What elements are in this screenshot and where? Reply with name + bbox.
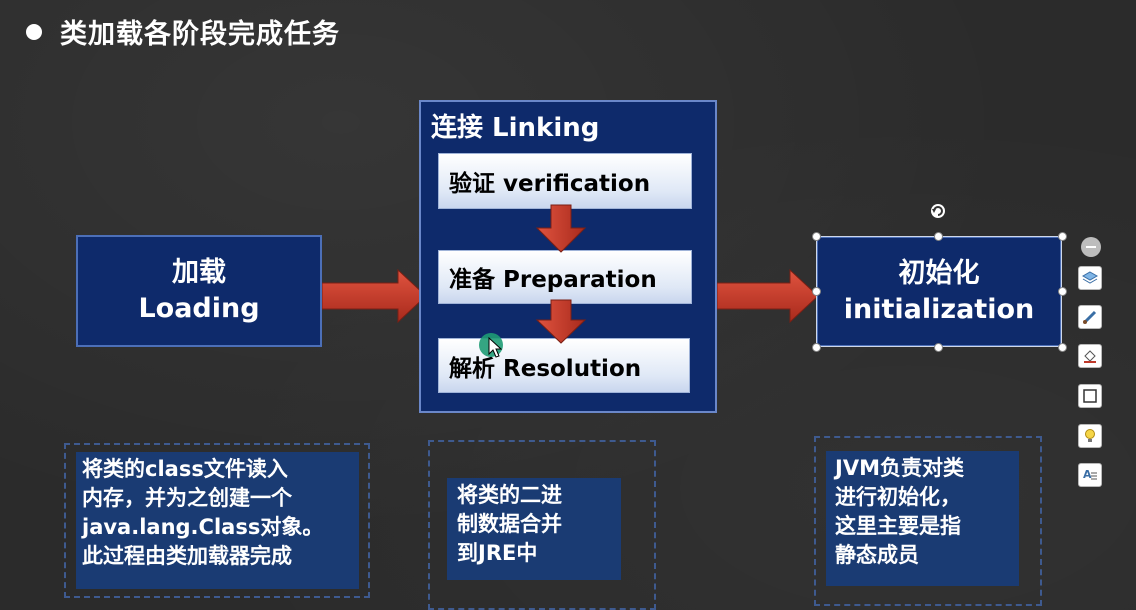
note-init-frame: [814, 436, 1042, 606]
outline-icon[interactable]: [1078, 384, 1102, 408]
note-loading-line: 内存，并为之创建一个: [82, 486, 292, 510]
linking-title: 连接 Linking: [431, 113, 600, 143]
note-loading-frame: [64, 443, 370, 598]
selection-frame: [816, 236, 1062, 347]
text-style-icon[interactable]: A: [1078, 463, 1102, 487]
arrow-prepare-to-resolve: [535, 299, 587, 344]
note-loading-line: java.lang.Class对象。: [82, 515, 324, 539]
arrow-loading-to-linking: [321, 268, 427, 324]
arrow-linking-to-init: [716, 268, 819, 324]
resize-handle-tl[interactable]: [812, 232, 821, 241]
init-title-en: initialization: [843, 293, 1035, 325]
step-verification[interactable]: 验证 verification: [438, 153, 692, 209]
init-title-cn: 初始化: [898, 257, 980, 289]
slide-title: 类加载各阶段完成任务: [60, 19, 340, 50]
resize-handle-br[interactable]: [1058, 343, 1067, 352]
svg-text:A: A: [1083, 468, 1092, 481]
note-linking-line: 制数据合并: [457, 512, 562, 536]
initialization-box[interactable]: 初始化 initialization: [816, 236, 1062, 347]
resize-handle-t[interactable]: [934, 232, 943, 241]
note-init-line: 进行初始化，: [835, 485, 961, 509]
note-loading-line: 将类的class文件读入: [82, 457, 288, 481]
arrow-verify-to-prepare: [535, 204, 587, 253]
resize-handle-r[interactable]: [1058, 287, 1067, 296]
loading-box[interactable]: 加载 Loading: [76, 235, 322, 347]
note-linking: 将类的二进 制数据合并 到JRE中: [447, 478, 621, 580]
note-init-line: JVM负责对类: [835, 456, 964, 480]
resize-handle-bl[interactable]: [812, 343, 821, 352]
step-resolution[interactable]: 解析 Resolution: [438, 338, 690, 393]
note-initialization: JVM负责对类 进行初始化， 这里主要是指 静态成员: [826, 451, 1019, 586]
rotate-handle-icon[interactable]: [928, 201, 948, 221]
fill-icon[interactable]: [1078, 344, 1102, 368]
layers-icon[interactable]: [1078, 266, 1102, 290]
cursor-icon: [488, 336, 503, 358]
collapse-icon[interactable]: [1081, 237, 1101, 257]
lightbulb-icon[interactable]: [1078, 424, 1102, 448]
loading-title-en: Loading: [138, 293, 260, 324]
resize-handle-l[interactable]: [812, 287, 821, 296]
note-loading-line: 此过程由类加载器完成: [82, 544, 292, 568]
note-init-line: 静态成员: [835, 543, 919, 567]
brush-icon[interactable]: [1078, 305, 1102, 329]
note-init-line: 这里主要是指: [835, 514, 961, 538]
note-linking-line: 到JRE中: [457, 541, 538, 565]
loading-title-cn: 加载: [172, 257, 226, 288]
resize-handle-tr[interactable]: [1058, 232, 1067, 241]
note-linking-line: 将类的二进: [457, 483, 562, 507]
note-loading: 将类的class文件读入 内存，并为之创建一个 java.lang.Class对…: [76, 452, 359, 589]
note-linking-frame: [428, 440, 656, 610]
title-bullet: [26, 24, 42, 40]
resize-handle-b[interactable]: [934, 343, 943, 352]
